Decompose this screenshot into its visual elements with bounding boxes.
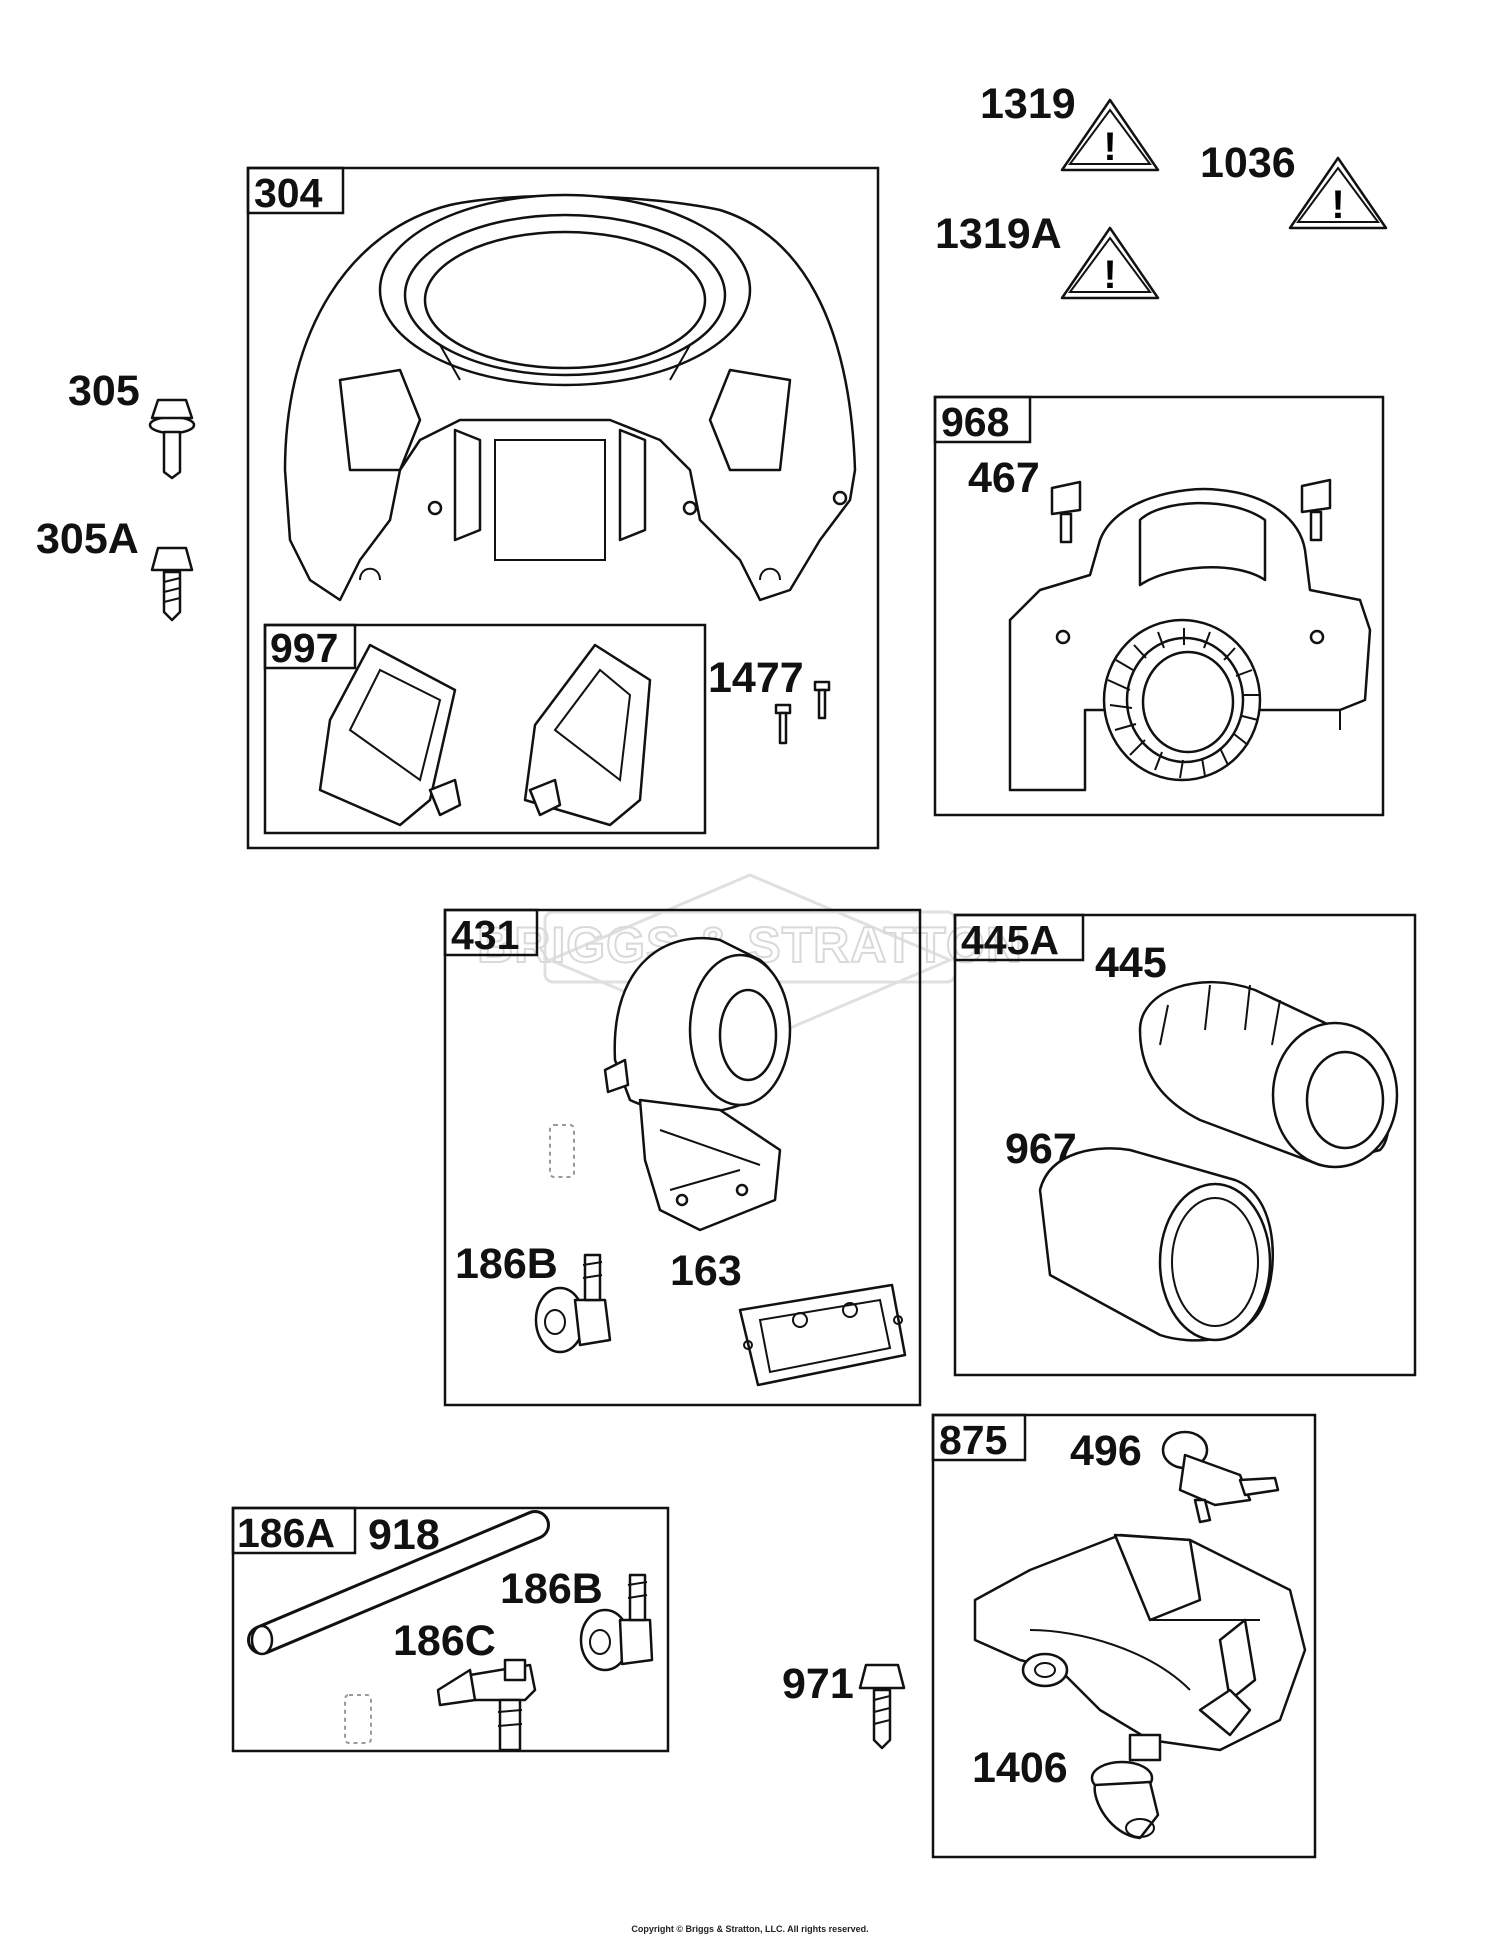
label-496: 496	[1070, 1427, 1142, 1475]
warning-triangle-icon: !	[1060, 98, 1160, 172]
box-304	[246, 166, 880, 850]
box-875-tag	[931, 1413, 1027, 1462]
box-label-997: 997	[270, 625, 338, 671]
blower-housing-part	[283, 193, 857, 602]
fuel-fitting-part	[579, 1573, 654, 1672]
label-1036: 1036	[1200, 139, 1296, 187]
box-186A-tag	[231, 1506, 357, 1555]
box-997	[263, 623, 707, 835]
label-971: 971	[782, 1660, 854, 1708]
screw-part	[150, 546, 194, 622]
label-1477: 1477	[708, 654, 804, 702]
label-305A: 305A	[36, 515, 139, 563]
label-305: 305	[68, 367, 140, 415]
box-label-968: 968	[941, 399, 1009, 445]
copyright-notice: Copyright © Briggs & Stratton, LLC. All …	[631, 1924, 869, 1934]
primer-valve-part	[1161, 1430, 1280, 1524]
gasket-part	[738, 1283, 907, 1387]
fuel-fitting-part	[534, 1253, 612, 1354]
bolt-pair-part	[774, 680, 831, 745]
svg-text:!: !	[1103, 125, 1116, 169]
box-label-304: 304	[254, 170, 323, 216]
label-186B-upper: 186B	[455, 1240, 558, 1288]
warning-triangle-icon: !	[1060, 226, 1160, 300]
box-186A	[231, 1506, 670, 1753]
adapter-elbow-part	[1090, 1760, 1160, 1840]
elbow-fitting-part	[436, 1658, 537, 1752]
label-1319A: 1319A	[935, 210, 1062, 258]
box-431	[443, 908, 922, 1407]
box-875	[931, 1413, 1317, 1859]
air-filter-part	[1138, 981, 1399, 1169]
bolt-part	[148, 398, 196, 480]
box-label-431: 431	[451, 912, 519, 958]
box-997-tag	[263, 623, 357, 670]
dashed-spacer-part	[549, 1124, 575, 1178]
warning-triangle-icon: !	[1288, 156, 1388, 230]
label-467: 467	[968, 454, 1040, 502]
box-445A	[953, 913, 1417, 1377]
svg-text:!: !	[1103, 253, 1116, 297]
box-968	[933, 395, 1385, 817]
pre-cleaner-sleeve-part	[1038, 1147, 1274, 1342]
box-304-tag	[246, 166, 345, 215]
box-label-875: 875	[939, 1417, 1007, 1463]
air-cleaner-bracket-part	[973, 1533, 1307, 1762]
label-186C: 186C	[393, 1617, 496, 1665]
label-445: 445	[1095, 939, 1167, 987]
label-186B-lower: 186B	[500, 1565, 603, 1613]
label-163: 163	[670, 1247, 742, 1295]
box-label-445A: 445A	[961, 917, 1059, 963]
baffle-pair-part	[318, 643, 652, 827]
fuel-hose-part	[247, 1510, 550, 1656]
box-968-tag	[933, 395, 1032, 444]
label-1319: 1319	[980, 80, 1076, 128]
box-445A-tag	[953, 913, 1085, 962]
box-431-tag	[443, 908, 539, 957]
air-cleaner-base-part	[603, 936, 792, 1232]
air-cleaner-cover-part	[1008, 478, 1372, 792]
label-918: 918	[368, 1511, 440, 1559]
dashed-spacer-part	[344, 1694, 372, 1744]
box-label-186A: 186A	[237, 1510, 335, 1556]
svg-text:!: !	[1331, 183, 1344, 227]
screw-part	[858, 1663, 906, 1750]
label-1406: 1406	[972, 1744, 1068, 1792]
